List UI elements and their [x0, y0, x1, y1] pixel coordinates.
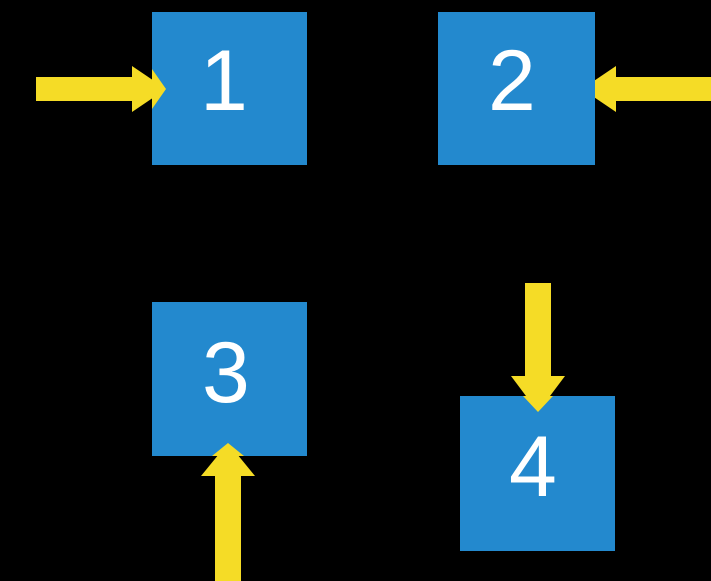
node-box-3[interactable] — [152, 302, 307, 456]
node-label-1: 1 — [200, 33, 248, 129]
arrow-into-node-3-tip-overlay — [212, 443, 244, 456]
arrow-into-node-3 — [201, 443, 255, 581]
arrow-down-shape — [511, 283, 565, 412]
arrow-up-shape — [201, 443, 255, 581]
node-label-3: 3 — [202, 325, 250, 421]
node-box-4[interactable] — [460, 396, 615, 551]
arrow-into-node-1-tip-overlay — [152, 69, 166, 109]
arrow-into-node-2 — [582, 66, 711, 112]
arrow-right-tip-shape — [152, 69, 166, 109]
arrow-into-node-1 — [36, 66, 166, 112]
arrow-into-node-4-tip-overlay — [523, 396, 553, 412]
arrow-down-tip-shape — [523, 396, 553, 412]
arrow-right-shape — [36, 66, 166, 112]
arrow-left-shape — [582, 66, 711, 112]
node-box-1[interactable] — [152, 12, 307, 165]
arrow-up-tip-shape — [212, 443, 244, 456]
node-label-4: 4 — [509, 419, 557, 515]
node-box-2[interactable] — [438, 12, 595, 165]
arrow-into-node-4 — [511, 283, 565, 412]
node-label-2: 2 — [488, 33, 536, 129]
